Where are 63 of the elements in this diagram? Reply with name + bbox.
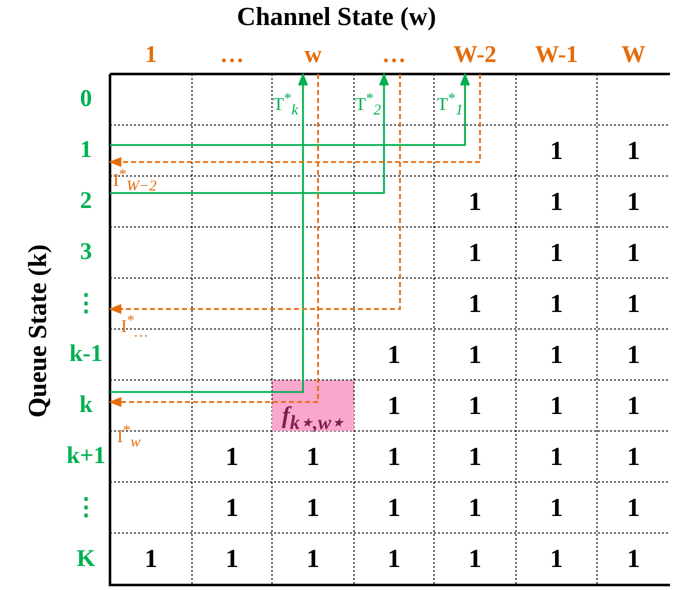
cell-value: 1 xyxy=(468,291,482,317)
cell-value: 1 xyxy=(224,495,240,521)
cell-value: 1 xyxy=(549,546,564,572)
cell-value: 1 xyxy=(386,342,402,368)
header-label: K xyxy=(76,546,96,572)
cell-formula: f$_{k⋆,w⋆}$ xyxy=(282,404,344,433)
header-label: 3 xyxy=(80,239,92,266)
header-label: W-1 xyxy=(534,42,578,68)
cell-value: 1 xyxy=(468,240,482,266)
cell-value: 1 xyxy=(626,240,641,266)
cell-value: 1 xyxy=(386,546,402,572)
cell-value: 1 xyxy=(468,393,482,419)
cell-value: 1 xyxy=(468,342,482,368)
cell-value: 1 xyxy=(626,444,641,470)
cell-value: 1 xyxy=(468,546,482,572)
header-label: 2 xyxy=(80,188,92,215)
cell-value: 1 xyxy=(386,495,402,521)
axis-title: Channel State (w) xyxy=(236,4,438,30)
header-label: 1 xyxy=(145,42,157,68)
cell-value: 1 xyxy=(549,138,564,164)
cell-value: 1 xyxy=(468,495,482,521)
header-label: W xyxy=(622,42,646,68)
cell-value: 1 xyxy=(468,189,482,215)
cell-value: 1 xyxy=(549,240,564,266)
cell-value: 1 xyxy=(549,189,564,215)
cell-value: 1 xyxy=(626,189,641,215)
cell-value: 1 xyxy=(306,495,320,521)
header-label: k xyxy=(79,392,93,419)
axis-title: Queue State (k) xyxy=(25,243,51,420)
cell-value: 1 xyxy=(626,393,641,419)
header-label: w xyxy=(304,42,322,68)
header-label: ⋮ xyxy=(74,494,98,522)
header-label: … xyxy=(220,42,244,68)
cell-value: 1 xyxy=(626,546,641,572)
arrow xyxy=(108,74,481,168)
cell-value: 1 xyxy=(549,291,564,317)
header-label: … xyxy=(382,42,406,68)
header-label: k-1 xyxy=(69,341,103,368)
cell-value: 1 xyxy=(549,444,564,470)
arrow xyxy=(110,72,470,146)
header-label: 1 xyxy=(80,137,92,164)
cell-value: 1 xyxy=(626,495,641,521)
cell-value: 1 xyxy=(224,444,240,470)
cell-value: 1 xyxy=(224,546,240,572)
header-label: W-2 xyxy=(453,42,497,68)
cell-value: 1 xyxy=(306,444,320,470)
cell-value: 1 xyxy=(549,495,564,521)
highlighted-cell xyxy=(272,406,354,431)
cell-value: 1 xyxy=(549,342,564,368)
cell-value: 1 xyxy=(386,393,402,419)
cell-value: 1 xyxy=(144,546,158,572)
header-label: 0 xyxy=(80,86,92,113)
cell-value: 1 xyxy=(626,342,641,368)
cell-value: 1 xyxy=(549,393,564,419)
header-label: ⋮ xyxy=(74,290,98,318)
arrow xyxy=(108,74,401,314)
cell-value: 1 xyxy=(306,546,320,572)
cell-value: 1 xyxy=(626,138,641,164)
arrow xyxy=(110,72,390,194)
cell-value: 1 xyxy=(468,444,482,470)
cell-value: 1 xyxy=(626,291,641,317)
header-label: k+1 xyxy=(66,443,106,470)
cell-value: 1 xyxy=(386,444,402,470)
